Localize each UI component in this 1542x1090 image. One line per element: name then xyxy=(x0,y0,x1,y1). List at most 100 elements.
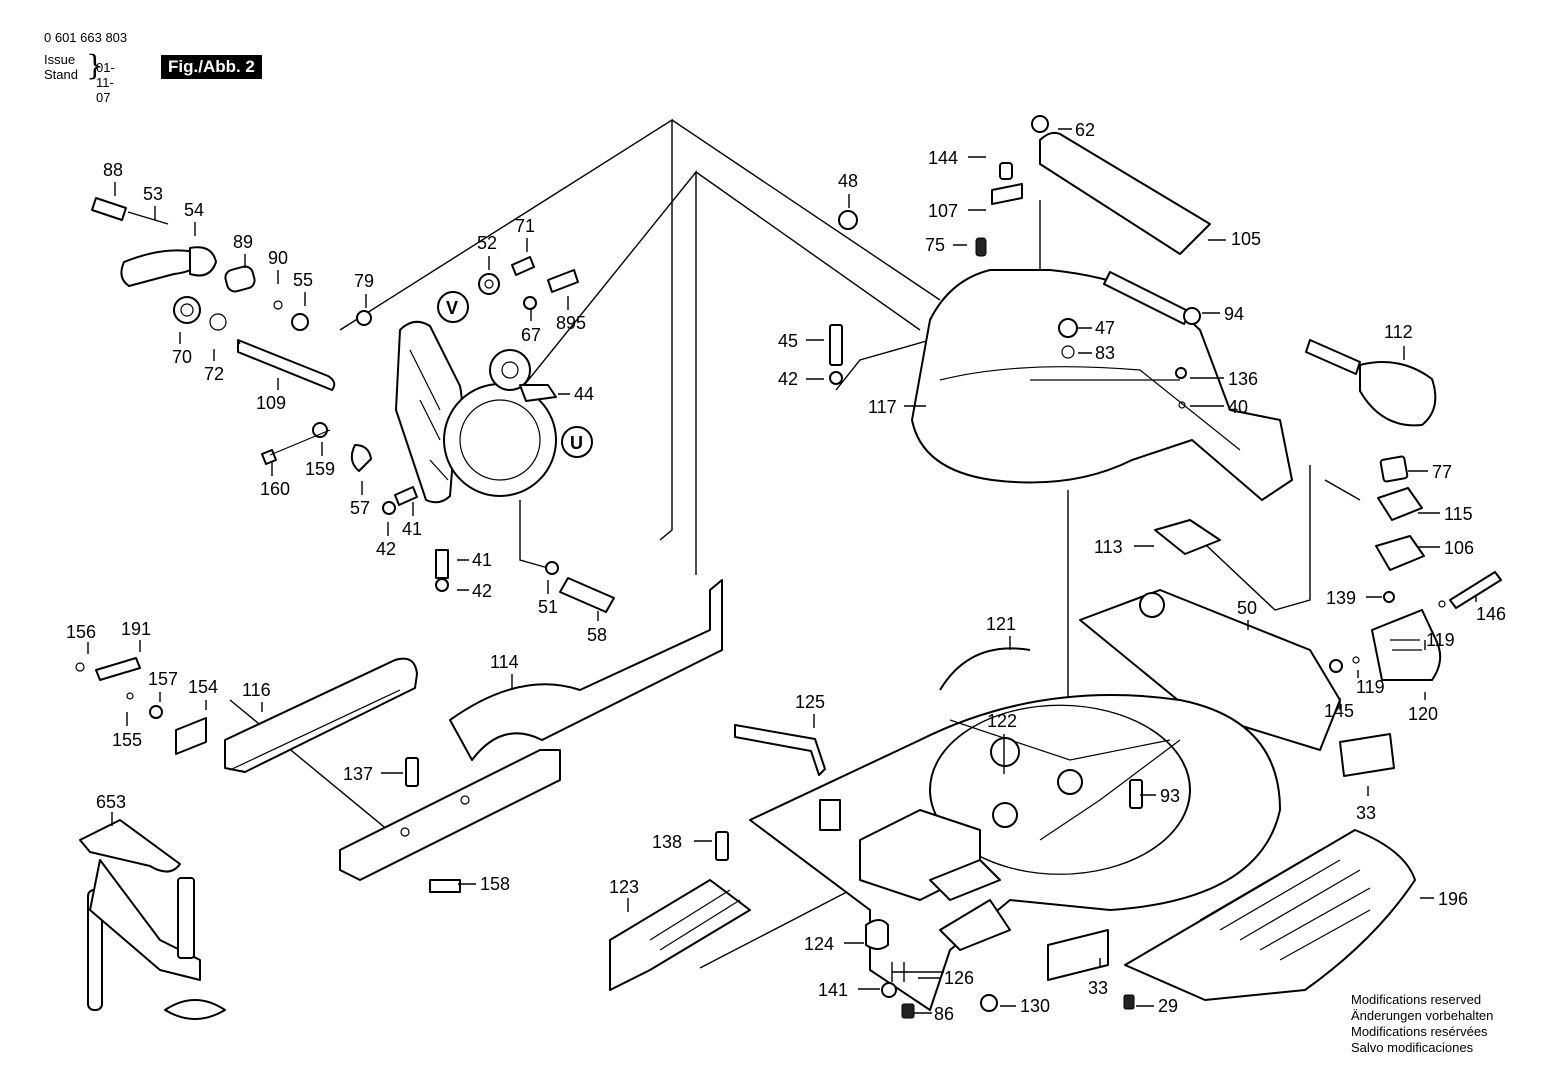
callout-42c: 42 xyxy=(778,369,798,389)
callout-83: 83 xyxy=(1095,343,1115,363)
callout-51: 51 xyxy=(538,597,558,617)
callout-196: 196 xyxy=(1438,889,1468,909)
callout-47: 47 xyxy=(1095,318,1115,338)
part-number: 0 601 663 803 xyxy=(44,30,128,45)
callout-45: 45 xyxy=(778,331,798,351)
callout-123: 123 xyxy=(609,877,639,897)
callout-146: 146 xyxy=(1476,604,1506,624)
callout-191: 191 xyxy=(121,619,151,639)
marker-u xyxy=(561,426,593,458)
callout-122: 122 xyxy=(987,711,1017,731)
callout-124: 124 xyxy=(804,934,834,954)
callout-130: 130 xyxy=(1020,996,1050,1016)
callout-79: 79 xyxy=(354,271,374,291)
callout-156: 156 xyxy=(66,622,96,642)
notice-line-fr: Modifications resérvées xyxy=(1351,1024,1488,1039)
callout-50: 50 xyxy=(1237,598,1257,618)
callout-116: 116 xyxy=(242,680,271,700)
marker-v-label: V xyxy=(446,298,458,318)
callout-115: 115 xyxy=(1444,504,1473,524)
callout-125: 125 xyxy=(795,692,825,712)
callout-62: 62 xyxy=(1075,120,1095,140)
header: 0 601 663 803 xyxy=(44,30,127,45)
callout-119: 119 xyxy=(1426,630,1455,650)
callout-144: 144 xyxy=(928,148,958,168)
callout-114: 114 xyxy=(490,652,519,672)
callout-138: 138 xyxy=(652,832,682,852)
callout-137: 137 xyxy=(343,764,373,784)
callout-106: 106 xyxy=(1444,538,1474,558)
callout-40: 40 xyxy=(1228,397,1248,417)
callout-160: 160 xyxy=(260,479,290,499)
callout-70: 70 xyxy=(172,347,192,367)
callout-41: 41 xyxy=(402,519,422,539)
rotary-table-assembly xyxy=(829,115,1502,609)
callout-653: 653 xyxy=(96,792,126,812)
issue-brace: } xyxy=(86,49,104,82)
callout-159: 159 xyxy=(305,459,335,479)
callout-42: 42 xyxy=(376,539,396,559)
callout-93: 93 xyxy=(1160,786,1180,806)
callout-67: 67 xyxy=(521,325,541,345)
callout-29: 29 xyxy=(1158,996,1178,1016)
callout-58: 58 xyxy=(587,625,607,645)
miter-lock-assembly xyxy=(1329,600,1446,777)
callout-33b: 33 xyxy=(1088,978,1108,998)
callout-42b: 42 xyxy=(472,581,492,601)
callout-86: 86 xyxy=(934,1004,954,1024)
callout-55: 55 xyxy=(293,270,313,290)
callout-90: 90 xyxy=(268,248,288,268)
fence-assembly xyxy=(75,579,723,893)
callout-120: 120 xyxy=(1408,704,1438,724)
callout-48: 48 xyxy=(838,171,858,191)
marker-u-label: U xyxy=(570,433,583,453)
callout-77: 77 xyxy=(1432,462,1452,482)
handle-assembly xyxy=(91,197,579,472)
reference-markers xyxy=(437,291,593,458)
callout-leaders xyxy=(87,128,1477,1014)
modifications-notice: Modifications reserved Änderungen vorbeh… xyxy=(1351,992,1493,1056)
callout-119b: 119 xyxy=(1356,677,1385,697)
callout-113: 113 xyxy=(1094,537,1123,557)
notice-line-de: Änderungen vorbehalten xyxy=(1351,1008,1494,1023)
issue-label: Issue xyxy=(44,52,76,67)
callout-75: 75 xyxy=(925,235,945,255)
issue-labels: Issue Stand xyxy=(44,52,88,82)
callout-107: 107 xyxy=(928,201,958,221)
callout-121: 121 xyxy=(986,614,1016,634)
callout-88: 88 xyxy=(103,160,123,180)
callout-72: 72 xyxy=(204,364,224,384)
callout-94: 94 xyxy=(1224,304,1244,324)
hold-down-clamp xyxy=(79,819,226,1020)
throat-plate xyxy=(1123,829,1416,1010)
marker-v xyxy=(437,291,469,323)
callout-155: 155 xyxy=(112,730,142,750)
notice-line-en: Modifications reserved xyxy=(1351,992,1482,1007)
callout-71: 71 xyxy=(515,216,535,236)
callout-54: 54 xyxy=(184,200,204,220)
blade-guard-assembly xyxy=(382,320,615,613)
callout-41b: 41 xyxy=(472,550,492,570)
callout-112: 112 xyxy=(1384,322,1413,342)
callout-44: 44 xyxy=(574,384,594,404)
notice-line-es: Salvo modificaciones xyxy=(1351,1040,1474,1055)
figure-badge: Fig./Abb. 2 xyxy=(161,55,262,79)
callout-33: 33 xyxy=(1356,803,1376,823)
callout-52: 52 xyxy=(477,233,497,253)
stand-label: Stand xyxy=(44,67,78,82)
callout-895: 895 xyxy=(556,313,586,333)
callout-157: 157 xyxy=(148,669,178,689)
callout-141: 141 xyxy=(818,980,848,1000)
callout-158: 158 xyxy=(480,874,510,894)
callout-labels: 88 53 54 89 90 55 70 72 109 52 71 79 67 … xyxy=(66,120,1506,1024)
callout-117: 117 xyxy=(868,397,897,417)
callout-126: 126 xyxy=(944,968,974,988)
callout-109: 109 xyxy=(256,393,286,413)
guide-lines xyxy=(229,118,1361,969)
callout-145: 145 xyxy=(1324,701,1354,721)
callout-89: 89 xyxy=(233,232,253,252)
callout-154: 154 xyxy=(188,677,218,697)
accessories xyxy=(609,831,915,1019)
callout-53: 53 xyxy=(143,184,163,204)
